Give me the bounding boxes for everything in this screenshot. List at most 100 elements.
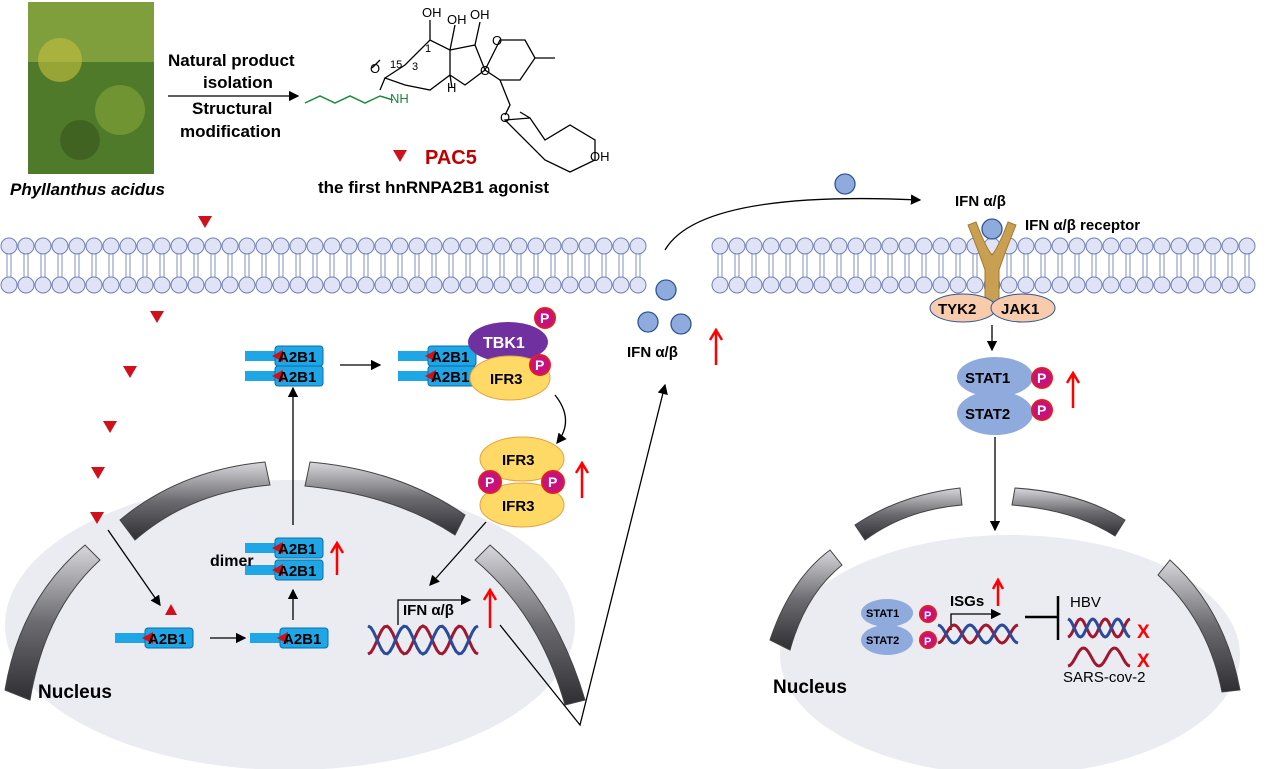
lipid-head xyxy=(595,276,613,294)
lipid-head xyxy=(779,237,797,255)
pac5-triangle-icon xyxy=(103,421,117,433)
lipid-head xyxy=(830,276,848,294)
up-arrow-icon xyxy=(574,460,590,498)
svg-text:A2B1: A2B1 xyxy=(278,541,316,558)
arrow xyxy=(554,394,567,445)
ifr3-label: IFR3 xyxy=(490,371,523,388)
lipid-head xyxy=(476,276,494,294)
lipid-head xyxy=(1017,276,1035,294)
atom-o: O xyxy=(492,33,502,48)
lipid-head xyxy=(391,276,409,294)
lipid-head xyxy=(864,237,882,255)
ifn-bound-molecule xyxy=(981,218,1003,240)
svg-text:P: P xyxy=(924,636,931,648)
phospho-badge: P xyxy=(919,605,937,623)
atom-h: H xyxy=(447,80,456,95)
phospho-badge: P xyxy=(534,307,556,329)
lipid-head xyxy=(527,276,545,294)
lipid-head xyxy=(1085,237,1103,255)
lipid-head xyxy=(136,276,154,294)
lipid-head xyxy=(0,237,18,255)
arrow xyxy=(429,521,487,586)
up-arrow-icon xyxy=(482,587,498,628)
lipid-head xyxy=(255,237,273,255)
lipid-head xyxy=(864,276,882,294)
lipid-head xyxy=(1170,276,1188,294)
lipid-head xyxy=(221,276,239,294)
lipid-head xyxy=(847,237,865,255)
pac5-structure xyxy=(371,20,596,173)
lipid-head xyxy=(779,276,797,294)
svg-text:A2B1: A2B1 xyxy=(431,349,469,366)
lipid-head xyxy=(745,276,763,294)
lipid-head xyxy=(544,237,562,255)
svg-text:P: P xyxy=(1037,370,1046,386)
lipid-head xyxy=(51,276,69,294)
lipid-head xyxy=(493,276,511,294)
lipid-head xyxy=(813,276,831,294)
plant-name: Phyllanthus acidus xyxy=(10,180,165,199)
lipid-head xyxy=(612,276,630,294)
left-nucleus xyxy=(5,480,575,769)
dna-strand xyxy=(367,624,479,656)
dna-strand xyxy=(1067,646,1131,668)
atom-o: O xyxy=(480,63,490,78)
lipid-head xyxy=(1187,276,1205,294)
lipid-head xyxy=(1221,237,1239,255)
lipid-head xyxy=(306,276,324,294)
up-arrow-icon xyxy=(329,540,345,575)
lipid-head xyxy=(1119,237,1137,255)
atom-o: O xyxy=(500,110,510,125)
lipid-head xyxy=(1221,276,1239,294)
stat2-small xyxy=(861,625,913,655)
lipid-head xyxy=(187,237,205,255)
compound-subtitle: the first hnRNPA2B1 agonist xyxy=(318,178,549,197)
nucleus-right-label: Nucleus xyxy=(773,677,847,698)
svg-text:A2B1: A2B1 xyxy=(148,631,186,648)
svg-text:A2B1: A2B1 xyxy=(278,369,316,386)
svg-text:A2B1: A2B1 xyxy=(431,369,469,386)
lipid-head xyxy=(544,276,562,294)
lipid-head xyxy=(796,237,814,255)
lipid-head xyxy=(1000,276,1018,294)
lipid-head xyxy=(119,276,137,294)
lipid-head xyxy=(238,237,256,255)
lipid-head xyxy=(1034,237,1052,255)
sars-label: SARS-cov-2 xyxy=(1063,669,1146,686)
lipid-head xyxy=(881,276,899,294)
lipid-head xyxy=(847,276,865,294)
blocked-x-icon: X xyxy=(1137,622,1150,643)
lipid-head xyxy=(1170,237,1188,255)
dna-strand xyxy=(1067,617,1131,639)
lipid-head xyxy=(595,237,613,255)
lipid-head xyxy=(1238,276,1256,294)
lipid-head xyxy=(442,276,460,294)
lipid-head xyxy=(34,276,52,294)
nuclear-envelope-left xyxy=(4,461,586,706)
lipid-head xyxy=(170,276,188,294)
lipid-head xyxy=(830,237,848,255)
lipid-head xyxy=(949,237,967,255)
lipid-head xyxy=(966,276,984,294)
lipid-head xyxy=(272,237,290,255)
svg-text:A2B1: A2B1 xyxy=(283,631,321,648)
lipid-head xyxy=(1187,237,1205,255)
svg-text:P: P xyxy=(548,474,557,490)
stat2-label: STAT2 xyxy=(965,406,1010,423)
lipid-head xyxy=(898,237,916,255)
cell-membrane xyxy=(0,237,1256,294)
phospho-badge: P xyxy=(478,470,502,494)
dna-strand xyxy=(367,624,479,656)
pac5-triangle-icon xyxy=(393,150,407,162)
svg-text:P: P xyxy=(924,610,931,622)
process-text-4: modification xyxy=(180,122,281,141)
lipid-head xyxy=(289,237,307,255)
lipid-head xyxy=(323,237,341,255)
pac5-triangle-icon xyxy=(150,311,164,323)
ifr3 xyxy=(479,436,565,482)
a2b1-protein: A2B1 xyxy=(245,365,324,387)
ifn-right-label: IFN α/β xyxy=(955,193,1006,210)
lipid-head xyxy=(119,237,137,255)
lipid-head xyxy=(728,237,746,255)
lipid-head xyxy=(796,276,814,294)
